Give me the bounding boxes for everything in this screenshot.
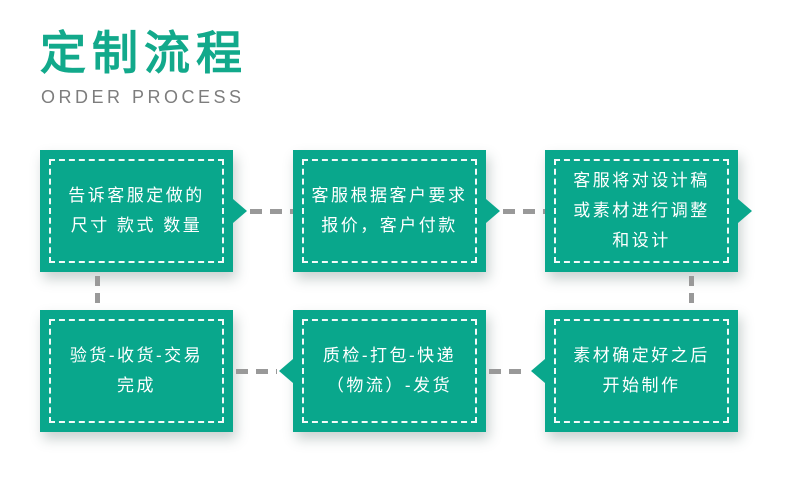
dashed-connector-horizontal	[503, 209, 545, 214]
dashed-connector-horizontal	[250, 209, 293, 214]
flow-step-6: 验货-收货-交易 完成	[40, 310, 233, 432]
flow-step-6-text: 验货-收货-交易 完成	[69, 346, 204, 395]
page-title: 定制流程	[40, 27, 248, 79]
page-subtitle: ORDER PROCESS	[41, 87, 245, 108]
arrow-left-icon	[279, 359, 293, 383]
arrow-right-icon	[233, 199, 247, 223]
dashed-connector-horizontal	[236, 369, 277, 374]
flow-step-2-text: 客服根据客户要求 报价，客户付款	[311, 186, 468, 235]
dashed-connector-vertical	[95, 276, 100, 308]
arrow-left-icon	[531, 359, 545, 383]
flow-step-3-text: 客服将对设计稿 或素材进行调整 和设计	[573, 171, 710, 250]
flow-step-1: 告诉客服定做的 尺寸 款式 数量	[40, 150, 233, 272]
dashed-connector-vertical	[689, 276, 694, 308]
flow-step-5: 质检-打包-快递 （物流）-发货	[293, 310, 486, 432]
arrow-right-icon	[486, 199, 500, 223]
flow-step-5-text: 质检-打包-快递 （物流）-发货	[322, 346, 457, 395]
arrow-right-icon	[738, 199, 752, 223]
flow-step-3: 客服将对设计稿 或素材进行调整 和设计	[545, 150, 738, 272]
dashed-connector-horizontal	[489, 369, 529, 374]
flow-step-4: 素材确定好之后 开始制作	[545, 310, 738, 432]
flow-step-2: 客服根据客户要求 报价，客户付款	[293, 150, 486, 272]
flow-step-4-text: 素材确定好之后 开始制作	[573, 346, 710, 395]
flow-step-1-text: 告诉客服定做的 尺寸 款式 数量	[68, 186, 205, 235]
header: 定制流程 ORDER PROCESS	[40, 26, 248, 108]
